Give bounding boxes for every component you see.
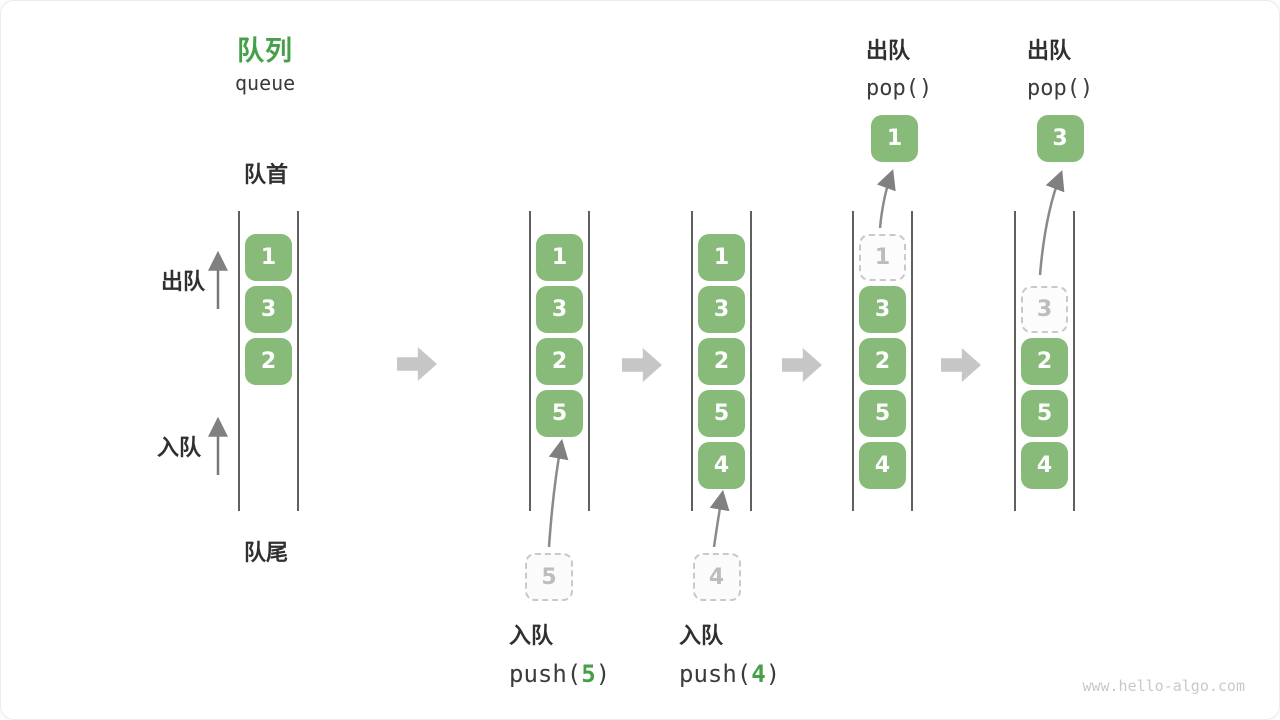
dequeue-direction-label: 出队 xyxy=(161,270,206,295)
state-transition-arrow-4 xyxy=(941,348,981,382)
watermark: www.hello-algo.com xyxy=(1082,677,1245,695)
diagram-title-zh: 队列 xyxy=(237,36,293,67)
pop-op-code: pop() xyxy=(1027,76,1094,101)
enqueue-direction-label: 入队 xyxy=(157,436,202,461)
state-transition-arrow-3 xyxy=(782,348,822,382)
staged-cell-value-4: 4 xyxy=(692,553,741,601)
queue-container-state-after-push-5 xyxy=(529,211,590,511)
popped-cell-value-1: 1 xyxy=(871,115,918,162)
queue-cell-state-after-push-4-value-5: 5 xyxy=(698,390,745,437)
push-code-arg: 4 xyxy=(751,660,766,688)
queue-cell-state-after-push-4-value-2: 2 xyxy=(698,338,745,385)
queue-cell-state-after-pop-3-value-4: 4 xyxy=(1021,442,1068,489)
queue-cell-state-after-pop-1-value-2: 2 xyxy=(859,338,906,385)
queue-cell-state-after-pop-3-value-5: 5 xyxy=(1021,390,1068,437)
pop-operation-1: 出队 pop() xyxy=(866,33,932,101)
queue-cell-state-after-push-4-value-4: 4 xyxy=(698,442,745,489)
queue-cell-state-after-push-5-value-1: 1 xyxy=(536,234,583,281)
queue-container-state-after-pop-3 xyxy=(1014,211,1075,511)
staged-cell-value-5: 5 xyxy=(525,553,573,601)
queue-cell-state-after-push-4-value-3: 3 xyxy=(698,286,745,333)
state-transition-arrow-1 xyxy=(397,347,437,381)
queue-cell-state-after-push-5-value-5: 5 xyxy=(536,390,583,437)
queue-cell-state-after-push-4-value-1: 1 xyxy=(698,234,745,281)
queue-cell-state-initial-value-2: 2 xyxy=(245,338,292,385)
queue-cell-state-after-pop-1-value-4: 4 xyxy=(859,442,906,489)
push-operation-2: 入队 push(4) xyxy=(679,618,780,688)
diagram-title-en: queue xyxy=(235,71,296,95)
queue-cell-state-after-push-5-value-3: 3 xyxy=(536,286,583,333)
push-code-open: push( xyxy=(679,660,752,688)
pop-op-code: pop() xyxy=(866,76,933,101)
push-code-open: push( xyxy=(509,660,582,688)
pop-op-label-zh: 出队 xyxy=(866,39,911,64)
push-code-arg: 5 xyxy=(581,660,596,688)
push-code-close: ) xyxy=(765,660,781,688)
push-code-close: ) xyxy=(595,660,611,688)
state-transition-arrow-2 xyxy=(622,348,662,382)
queue-cell-state-initial-value-1: 1 xyxy=(245,234,292,281)
queue-rear-label: 队尾 xyxy=(244,541,289,566)
queue-container-state-after-push-4 xyxy=(691,211,752,511)
queue-cell-state-after-push-5-value-2: 2 xyxy=(536,338,583,385)
queue-cell-state-initial-value-3: 3 xyxy=(245,286,292,333)
queue-cell-state-after-pop-1-value-1: 1 xyxy=(859,234,906,281)
popped-cell-value-3: 3 xyxy=(1036,115,1084,162)
pop-op-label-zh: 出队 xyxy=(1027,39,1072,64)
push-op-code: push(5) xyxy=(509,660,610,688)
queue-cell-state-after-pop-3-value-2: 2 xyxy=(1021,338,1068,385)
push-operation-1: 入队 push(5) xyxy=(509,618,610,688)
queue-cell-state-after-pop-3-value-3: 3 xyxy=(1021,286,1068,333)
queue-cell-state-after-pop-1-value-3: 3 xyxy=(859,286,906,333)
queue-front-label: 队首 xyxy=(244,163,289,188)
queue-container-state-after-pop-1 xyxy=(852,211,913,511)
queue-container-state-initial xyxy=(238,211,299,511)
push-op-label-zh: 入队 xyxy=(679,624,724,649)
push-op-label-zh: 入队 xyxy=(509,624,554,649)
pop-operation-2: 出队 pop() xyxy=(1027,33,1093,101)
queue-cell-state-after-pop-1-value-5: 5 xyxy=(859,390,906,437)
push-op-code: push(4) xyxy=(679,660,780,688)
